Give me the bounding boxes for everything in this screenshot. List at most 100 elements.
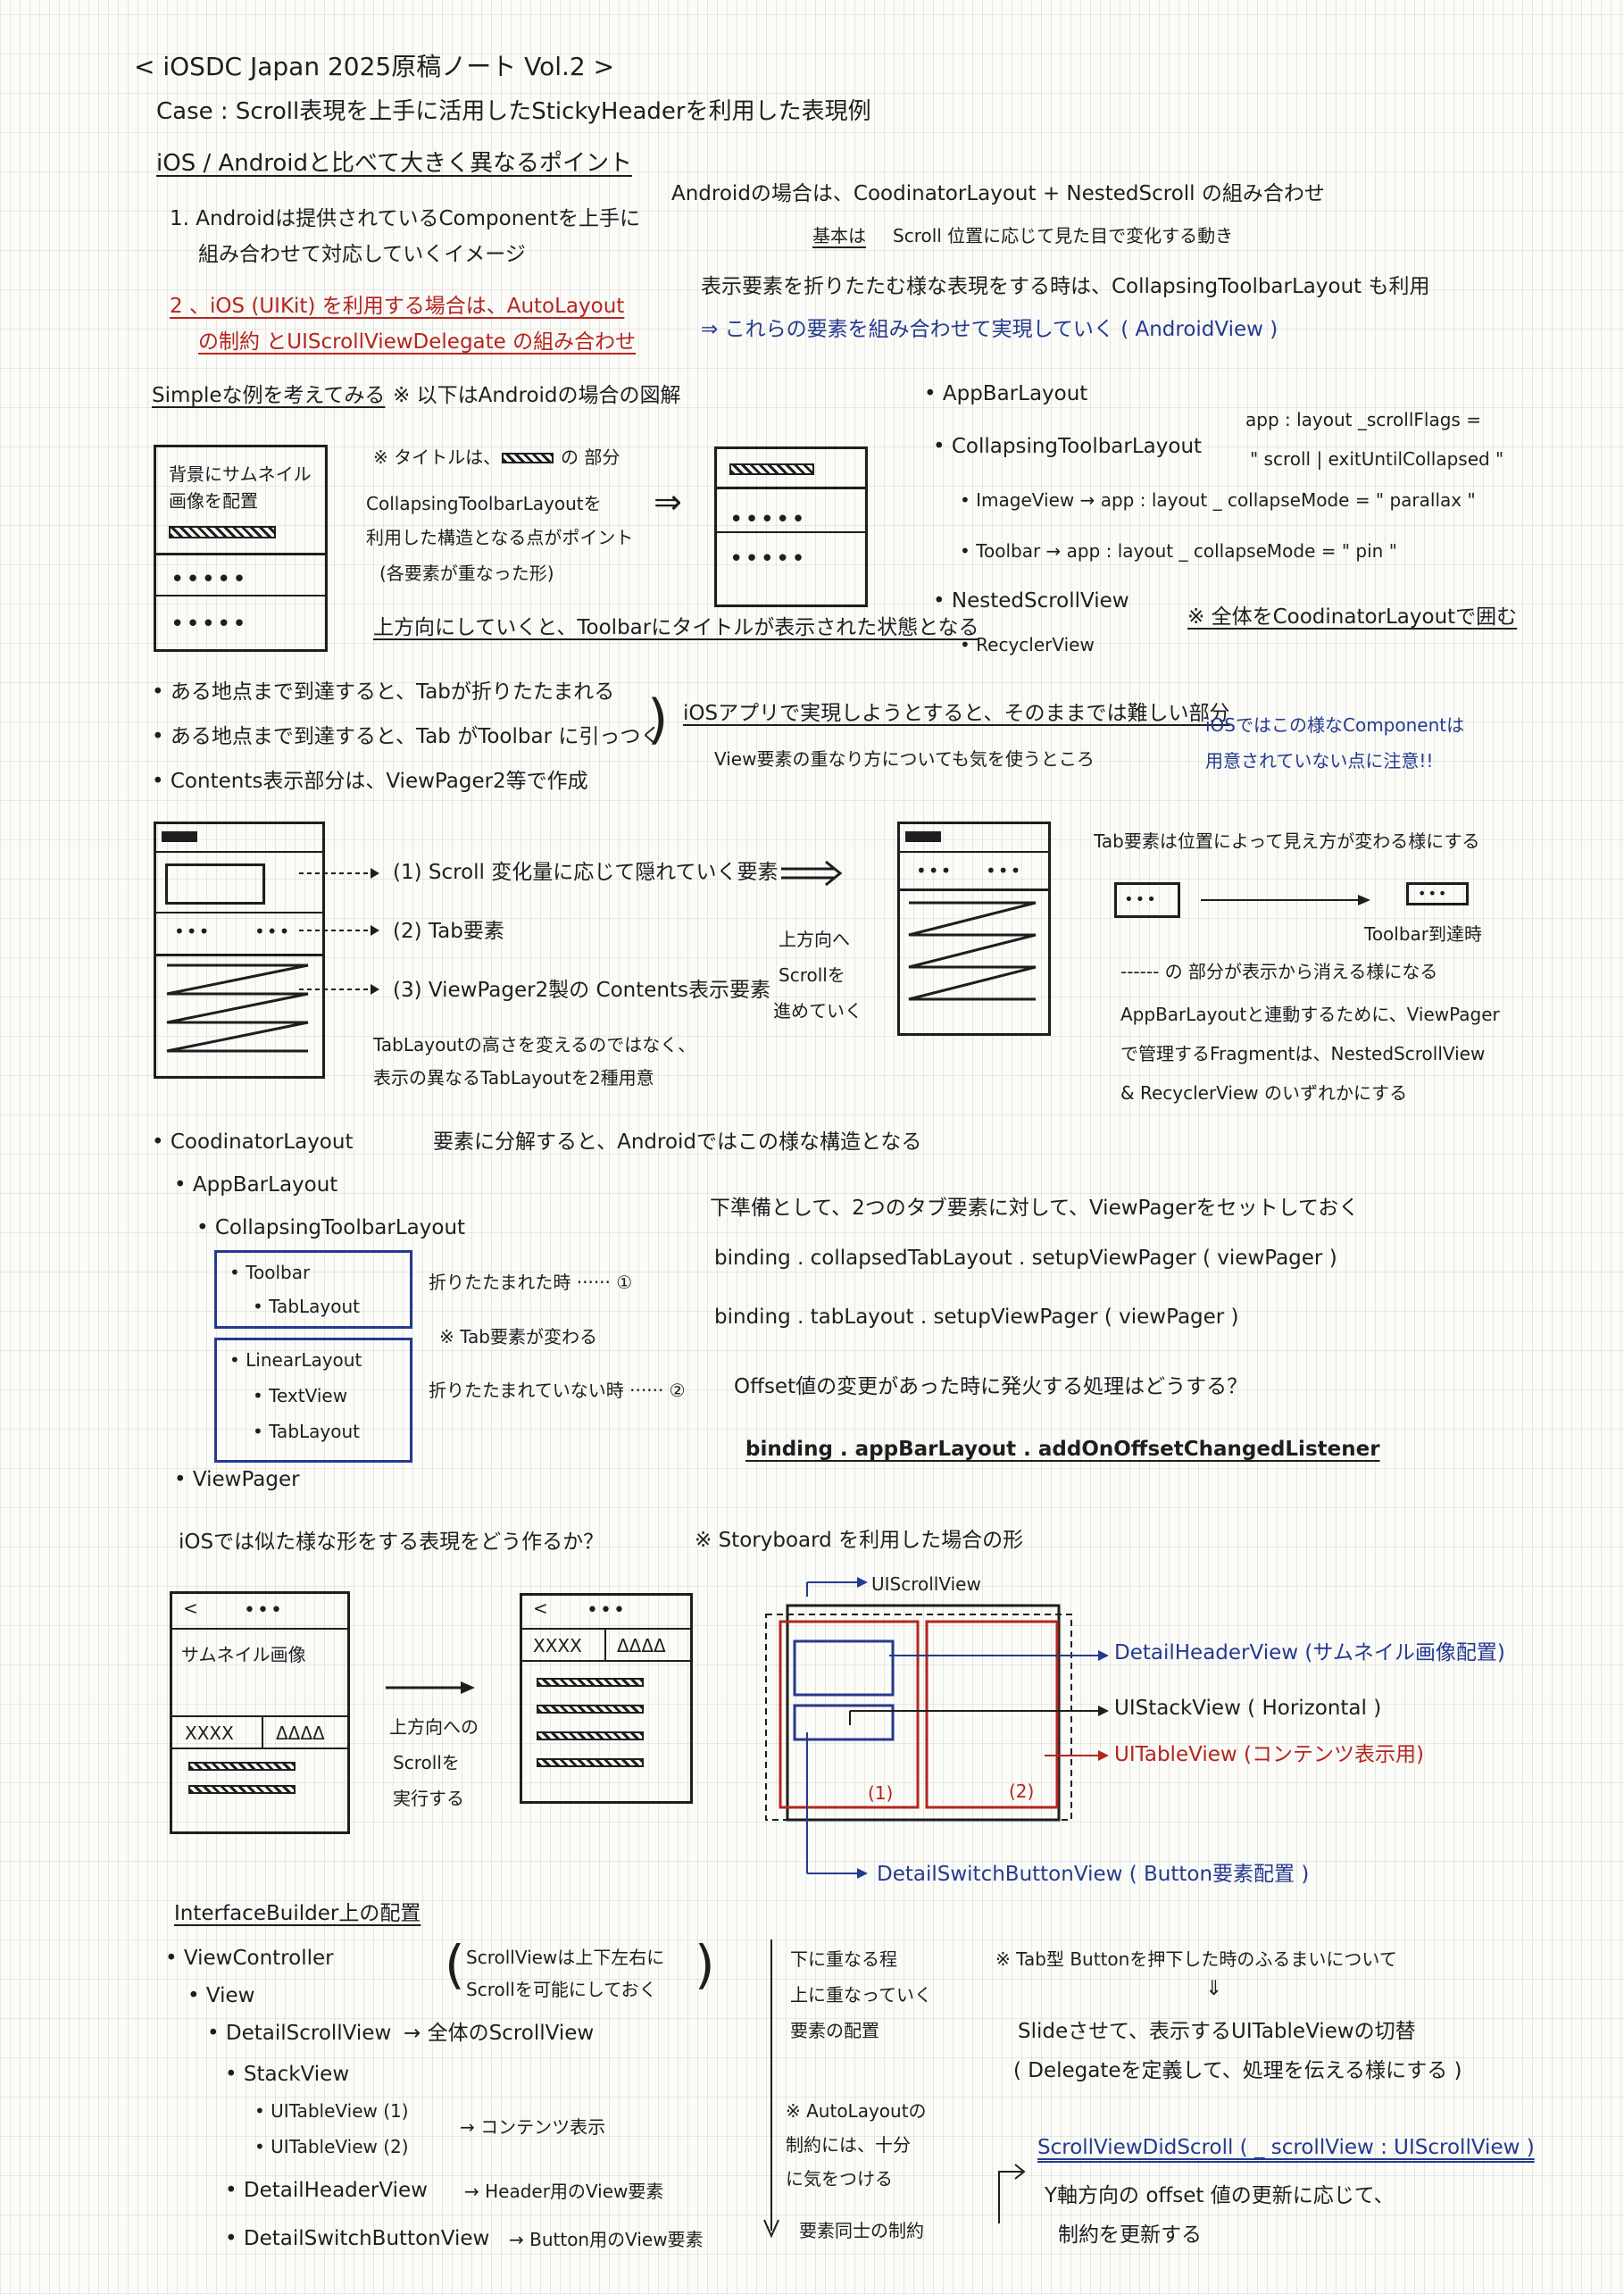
mock2-divider-2 [717, 531, 865, 533]
struct-toolbar: • Toolbar [229, 1262, 311, 1283]
scroll-note: 上方向にしていくと、Toolbarにタイトルが表示された状態となる [373, 616, 979, 639]
double-arrow-icon: ⇒ [654, 482, 682, 521]
tab-mock-divider-1 [156, 851, 322, 853]
y-offset-2: 制約を更新する [1058, 2223, 1202, 2247]
tree-recycler: • RecyclerView [960, 634, 1095, 655]
ios-mock-divider-2 [172, 1715, 347, 1717]
delegate-note: ( Delegateを定義して、処理を伝える様にする ) [1013, 2059, 1462, 2082]
ios-mock-cell-2 [188, 1785, 296, 1794]
ib-view: • View [187, 1984, 255, 2007]
code-collapsed: binding . collapsedTabLayout . setupView… [714, 1247, 1337, 1270]
slide-note: Slideさせて、表示するUITableViewの切替 [1018, 2020, 1416, 2043]
tab-mock-top-fill [162, 831, 197, 842]
ib-dhv-desc: → Header用のView要素 [464, 2181, 664, 2202]
simple-note: ※ 以下はAndroidの場合の図解 [393, 384, 681, 407]
collapsed-label: 折りたたまれた時 ······ ① [429, 1272, 633, 1293]
intro-point-2a: 2 、iOS (UIKit) を利用する場合は、AutoLayout [170, 295, 625, 318]
struct-toolbar-box: • Toolbar • TabLayout [214, 1250, 412, 1329]
paren-note-1: ScrollViewは上下左右に [466, 1947, 665, 1968]
ios-up-3: 実行する [393, 1788, 464, 1809]
ib-dsv-desc: → 全体のScrollView [404, 2022, 595, 2045]
tab-mock-tab-a: ••• [174, 921, 212, 942]
ib-stack: • StackView [225, 2063, 350, 2086]
ios-mock-triangles: ΔΔΔΔ [276, 1723, 325, 1744]
ios2-mock-cell-1 [537, 1678, 644, 1687]
intro-point-1b: 組み合わせて対応していくイメージ [198, 243, 526, 266]
collapsing-usage: 表示要素を折りたたむ様な表現をする時は、CollapsingToolbarLay… [701, 275, 1430, 298]
ib-heading: InterfaceBuilder上の配置 [174, 1902, 421, 1925]
order-3: 要素の配置 [790, 2020, 879, 2041]
dashed-arrows [299, 868, 379, 995]
autolayout-4: 要素同士の制約 [799, 2220, 924, 2241]
ios-note-2: 用意されていない点に注意!! [1205, 750, 1434, 772]
ios-question: iOSでは似た様な形をする表現をどう作るか？ [179, 1531, 604, 1554]
down-arrow-icon: ⇓ [1205, 1977, 1223, 2000]
offset-question: Offset値の変更があった時に発火する処理はどうする？ [734, 1375, 1248, 1398]
tree-flags-1: app : layout _scrollFlags = [1245, 409, 1481, 430]
note-title: < iOSDC Japan 2025原稿ノート Vol.2 > [134, 52, 615, 81]
tab-mock-divider-2 [156, 912, 322, 913]
tree-appbar: • AppBarLayout [924, 382, 1088, 405]
struct-linear: • LinearLayout [229, 1349, 362, 1371]
mock-bg-line2: 画像を配置 [169, 490, 258, 512]
ios-hard: iOSアプリで実現しようとすると、そのままでは難しい部分 [683, 702, 1230, 725]
tab-before: ••• [1114, 882, 1180, 918]
ios-note-1: iOSではこの様なComponentは [1205, 714, 1465, 736]
expanded-label: 折りたたまれていない時 ······ ② [429, 1380, 686, 1401]
fragment-note-3: & RecyclerView のいずれかにする [1120, 1082, 1408, 1104]
title-note-swatch [502, 453, 554, 463]
mock-divider-2 [156, 595, 325, 596]
tablayout-note-2: 表示の異なるTabLayoutを2種用意 [373, 1067, 654, 1089]
ios-mock-collapsed: < ••• XXXX ΔΔΔΔ [520, 1593, 693, 1804]
title-note: ※ タイトルは、 [373, 446, 502, 468]
ios-mock-menu-dots: ••• [244, 1599, 284, 1622]
sb-n2: (2) [1009, 1781, 1035, 1802]
up-scroll-3: 進めていく [773, 1000, 862, 1022]
ios-mock-divider-3 [172, 1748, 347, 1749]
points-heading: iOS / Androidと比べて大きく異なるポイント [156, 150, 632, 177]
storyboard-note: ※ Storyboard を利用した場合の形 [695, 1529, 1024, 1552]
tab-change-note: ※ Tab要素が変わる [439, 1326, 597, 1347]
tab-mock-divider-3 [156, 954, 322, 956]
struct-viewpager: • ViewPager [174, 1468, 300, 1491]
ios2-mock-xxxx: XXXX [533, 1635, 582, 1656]
tree-collapsing: • CollapsingToolbarLayout [933, 435, 1203, 458]
order-2: 上に重なっていく [790, 1984, 932, 2006]
tree-imageview: • ImageView → app : layout _ collapseMod… [960, 489, 1476, 511]
decompose-note: 要素に分解すると、Androidではこの様な構造となる [433, 1130, 922, 1154]
storyboard-diagram [765, 1577, 1109, 1879]
point-line-1: CollapsingToolbarLayoutを [366, 493, 602, 514]
sb-tableview: UITableView (コンテンツ表示用) [1114, 1743, 1424, 1766]
tab-bullet-1: • ある地点まで到達すると、Tabが折りたたまれる [152, 680, 615, 704]
android-mock-collapsed: ••••• ••••• [714, 446, 868, 607]
tree-nested: • NestedScrollView [933, 589, 1129, 613]
fragment-note-2: で管理するFragmentは、NestedScrollView [1120, 1043, 1486, 1064]
android-view-arrow: ⇒ これらの要素を組み合わせて実現していく ( AndroidView ) [701, 318, 1278, 341]
code-offset-listener: binding . appBarLayout . addOnOffsetChan… [745, 1438, 1380, 1461]
autolayout-3: に気をつける [786, 2168, 893, 2190]
android-combo: Androidの場合は、CoodinatorLayout + NestedScr… [671, 182, 1325, 205]
right-arrow-icon [781, 860, 843, 887]
ib-dsbv-desc: → Button用のView要素 [509, 2229, 704, 2250]
ios-right-arrow [386, 1681, 475, 1694]
prep-note: 下準備として、2つのタブ要素に対して、ViewPagerをセットしておく [710, 1197, 1360, 1220]
ios-up-1: 上方向への [389, 1716, 479, 1738]
tab-before-dots: ••• [1124, 890, 1158, 909]
wrap-note: ※ 全体をCoodinatorLayoutで囲む [1187, 605, 1518, 629]
did-scroll-sig: ScrollViewDidScroll ( _ scrollView : UIS… [1037, 2136, 1535, 2159]
paren-open: ( [445, 1934, 465, 1995]
up-scroll-1: 上方向へ [779, 929, 850, 950]
intro-point-2b: の制約 とUIScrollViewDelegate の組み合わせ [198, 330, 637, 354]
autolayout-2: 制約には、十分 [786, 2134, 911, 2156]
tab-after: ••• [1406, 882, 1469, 905]
tree-flags-2: " scroll | exitUntilCollapsed " [1250, 448, 1504, 470]
ios-mock-cell-1 [188, 1762, 296, 1771]
tablayout-note-1: TabLayoutの高さを変えるのではなく、 [373, 1034, 696, 1055]
kihon-label: 基本は [812, 225, 866, 246]
struct-linear-box: • LinearLayout • TextView • TabLayout [214, 1338, 412, 1463]
mock2-divider [717, 487, 865, 489]
tab-mock-expanded: ••• ••• [154, 822, 325, 1079]
tab-mock-tab-b: ••• [254, 921, 292, 942]
kihon-text: Scroll 位置に応じて見た目で変化する動き [893, 225, 1234, 246]
code-tablayout: binding . tabLayout . setupViewPager ( v… [714, 1305, 1239, 1329]
